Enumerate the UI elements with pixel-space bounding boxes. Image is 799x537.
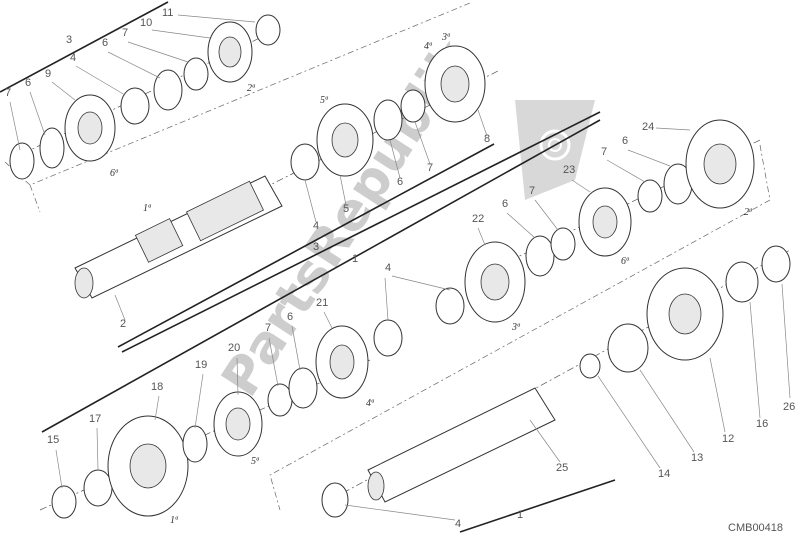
- callout-6[interactable]: 6: [25, 77, 31, 89]
- gear-label-6th: 6ª: [621, 256, 630, 267]
- nut-26: [761, 245, 791, 283]
- subassembly-outlines: [4, 2, 771, 511]
- gear-label-3rd: 3ª: [511, 322, 521, 333]
- callout-14[interactable]: 14: [658, 468, 670, 480]
- callout-6[interactable]: 6: [102, 37, 108, 49]
- needle-bearing-4: [120, 87, 150, 125]
- gear-label-1st: 1ª: [143, 203, 152, 214]
- callout-7[interactable]: 7: [5, 87, 11, 99]
- circlip-7e: [637, 179, 663, 213]
- callout-10[interactable]: 10: [140, 17, 152, 29]
- gear-logo-icon: [515, 100, 595, 200]
- callout-6[interactable]: 6: [287, 311, 293, 323]
- callout-21[interactable]: 21: [316, 297, 328, 309]
- callout-7[interactable]: 7: [122, 27, 128, 39]
- upper-shaft-parts: [9, 14, 486, 181]
- callout-18[interactable]: 18: [151, 381, 163, 393]
- needle-bearing-4b: [290, 143, 320, 181]
- lock-washer-16: [725, 261, 759, 303]
- circlip-7b: [183, 57, 209, 91]
- gear-label-4th: 4ª: [366, 398, 375, 409]
- circlip-7: [9, 142, 35, 180]
- callout-numbers: 1 1 2 3 3 4 4 4 4 5 6 6 6 6 6 6 7 7 7 7 …: [5, 7, 795, 530]
- watermark: PartsRepublik: [211, 29, 595, 407]
- callout-15[interactable]: 15: [47, 434, 59, 446]
- callout-25[interactable]: 25: [556, 462, 568, 474]
- shim-11: [255, 14, 281, 46]
- shim-19: [182, 425, 208, 463]
- callout-17[interactable]: 17: [89, 413, 101, 425]
- callout-1[interactable]: 1: [352, 253, 358, 265]
- callout-7[interactable]: 7: [601, 146, 607, 158]
- callout-26[interactable]: 26: [783, 401, 795, 413]
- callout-2[interactable]: 2: [120, 318, 126, 330]
- gear-label-2nd: 2ª: [247, 83, 256, 94]
- gear-ratio-labels: 2ª 6ª 5ª 4ª 3ª 1ª 3ª 2ª 6ª 4ª 5ª 1ª: [110, 32, 753, 526]
- callout-24[interactable]: 24: [642, 121, 654, 133]
- gear-label-2nd: 2ª: [744, 207, 753, 218]
- callout-13[interactable]: 13: [691, 452, 703, 464]
- callout-1[interactable]: 1: [517, 509, 523, 521]
- callout-12[interactable]: 12: [722, 433, 734, 445]
- drawing-code: CMB00418: [728, 522, 783, 534]
- callout-5[interactable]: 5: [343, 203, 349, 215]
- callout-9[interactable]: 9: [45, 68, 51, 80]
- callout-6[interactable]: 6: [622, 135, 628, 147]
- circlip-7f: [267, 383, 293, 417]
- callout-4[interactable]: 4: [455, 518, 461, 530]
- splined-washer-6f: [288, 367, 318, 409]
- gear-label-5th: 5ª: [251, 456, 260, 467]
- gear-label-3rd: 3ª: [441, 32, 451, 43]
- callout-19[interactable]: 19: [195, 359, 207, 371]
- gear-label-4th: 4ª: [424, 41, 433, 52]
- assembly-brackets: [0, 1, 616, 533]
- callout-22[interactable]: 22: [472, 213, 484, 225]
- lower-shaft-parts: [51, 119, 755, 519]
- callout-20[interactable]: 20: [228, 342, 240, 354]
- output-shaft-25: [321, 245, 791, 518]
- needle-bearing-4c: [373, 319, 403, 357]
- leader-lines: [9, 14, 791, 521]
- callout-8[interactable]: 8: [484, 133, 490, 145]
- gear-label-1st: 1ª: [170, 515, 179, 526]
- callout-7[interactable]: 7: [427, 162, 433, 174]
- spacer-13: [607, 323, 649, 373]
- callout-4[interactable]: 4: [70, 52, 76, 64]
- input-shaft-2: [74, 175, 283, 299]
- callout-16[interactable]: 16: [756, 418, 768, 430]
- needle-bearing-4d: [435, 287, 465, 325]
- callout-7[interactable]: 7: [265, 322, 271, 334]
- callout-6[interactable]: 6: [502, 198, 508, 210]
- callout-4[interactable]: 4: [313, 220, 319, 232]
- gear-label-5th: 5ª: [320, 95, 329, 106]
- gear-label-6th: 6ª: [110, 168, 119, 179]
- splined-washer-6: [39, 127, 65, 169]
- callout-7[interactable]: 7: [529, 185, 535, 197]
- splined-washer-6d: [525, 235, 555, 277]
- callout-3[interactable]: 3: [66, 34, 72, 46]
- needle-bearing-17: [83, 469, 113, 507]
- splined-washer-6b: [153, 69, 183, 111]
- callout-23[interactable]: 23: [563, 164, 575, 176]
- callout-3[interactable]: 3: [313, 241, 319, 253]
- circlip-7c: [400, 89, 426, 123]
- shim-15: [51, 485, 77, 519]
- needle-bearing-4e: [321, 482, 349, 518]
- circlip-7d: [550, 227, 576, 261]
- o-ring-14: [579, 353, 601, 379]
- splined-washer-6c: [373, 99, 403, 141]
- callout-4[interactable]: 4: [385, 262, 391, 274]
- callout-11[interactable]: 11: [162, 7, 173, 19]
- callout-6[interactable]: 6: [397, 176, 403, 188]
